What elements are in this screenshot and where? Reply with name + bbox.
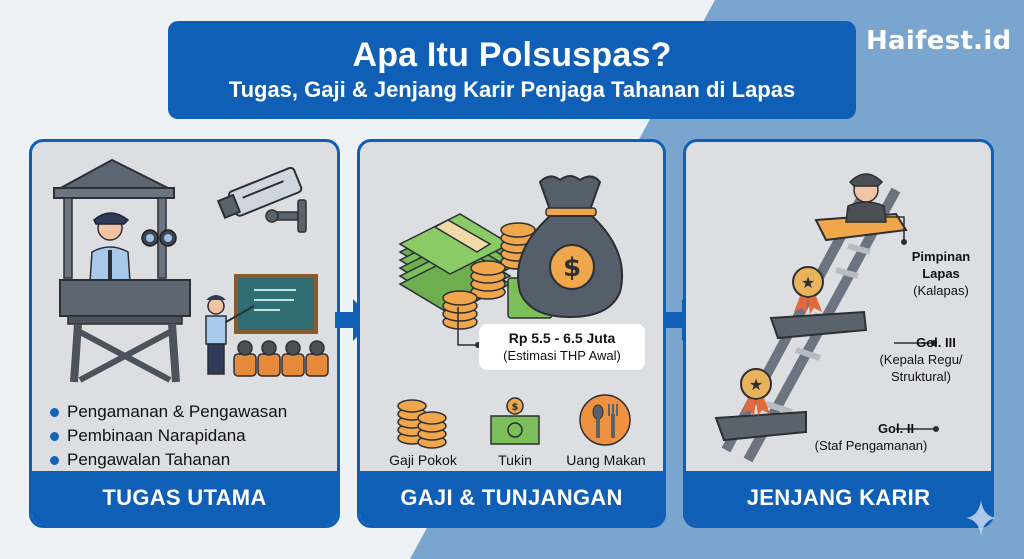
panel-footer: JENJANG KARIR [686, 471, 991, 525]
svg-text:★: ★ [801, 275, 815, 292]
salary-amount: Rp 5.5 - 6.5 Juta [508, 330, 616, 346]
rank-gol-ii: Gol. II (Staf Pengamanan) [814, 421, 928, 453]
brand-logo: Haifest.id [866, 26, 1012, 56]
salary-callout: Rp 5.5 - 6.5 Juta (Estimasi THP Awal) [479, 324, 645, 370]
page-header: Apa Itu Polsuspas? Tugas, Gaji & Jenjang… [168, 21, 856, 119]
list-item: Pengawalan Tahanan [50, 448, 287, 472]
bullet-icon [50, 431, 59, 441]
career-ladder-icon: ★ ★ [714, 173, 908, 463]
list-item: Pengamanan & Pengawasan [50, 400, 287, 424]
meal-icon [579, 394, 631, 446]
page-title: Apa Itu Polsuspas? [352, 36, 672, 74]
panel-footer: GAJI & TUNJANGAN [360, 471, 663, 525]
svg-text:★: ★ [749, 377, 763, 394]
panel-jenjang-karir: ★ ★ Pimpinan Lapas (Kalapas) Gol. III (K… [683, 139, 994, 528]
cctv-camera-icon [216, 166, 307, 233]
list-item: Pembinaan Narapidana [50, 424, 287, 448]
panel-tugas-utama: Pengamanan & Pengawasan Pembinaan Narapi… [29, 139, 340, 528]
duties-list: Pengamanan & Pengawasan Pembinaan Narapi… [50, 400, 287, 472]
rank-kalapas: Pimpinan Lapas (Kalapas) [911, 249, 971, 298]
salary-note: (Estimasi THP Awal) [503, 348, 621, 363]
panel-footer: TUGAS UTAMA [32, 471, 337, 525]
instructor-classroom-icon [205, 274, 329, 377]
bullet-icon [50, 407, 59, 417]
money-stack-icon [398, 213, 553, 330]
component-label: Uang Makan [566, 452, 646, 468]
panel-gaji-tunjangan: $ Rp 5.5 - 6.5 Juta (Estimasi THP Awal) … [357, 139, 666, 528]
cash-icon: $ [490, 397, 540, 445]
coins-icon [397, 399, 447, 449]
component-label: Tukin [498, 452, 532, 468]
connector-lines [886, 216, 939, 432]
page-subtitle: Tugas, Gaji & Jenjang Karir Penjaga Taha… [228, 77, 796, 102]
svg-text:$: $ [563, 253, 581, 283]
svg-text:$: $ [512, 402, 519, 413]
watchtower-guard-icon [53, 158, 191, 383]
bullet-icon [50, 455, 59, 465]
rank-gol-iii: Gol. III (Kepala Regu/ Struktural) [879, 335, 963, 384]
component-label: Gaji Pokok [389, 452, 457, 468]
money-bag-icon: $ [517, 175, 624, 319]
sparkle-icon [966, 500, 996, 536]
